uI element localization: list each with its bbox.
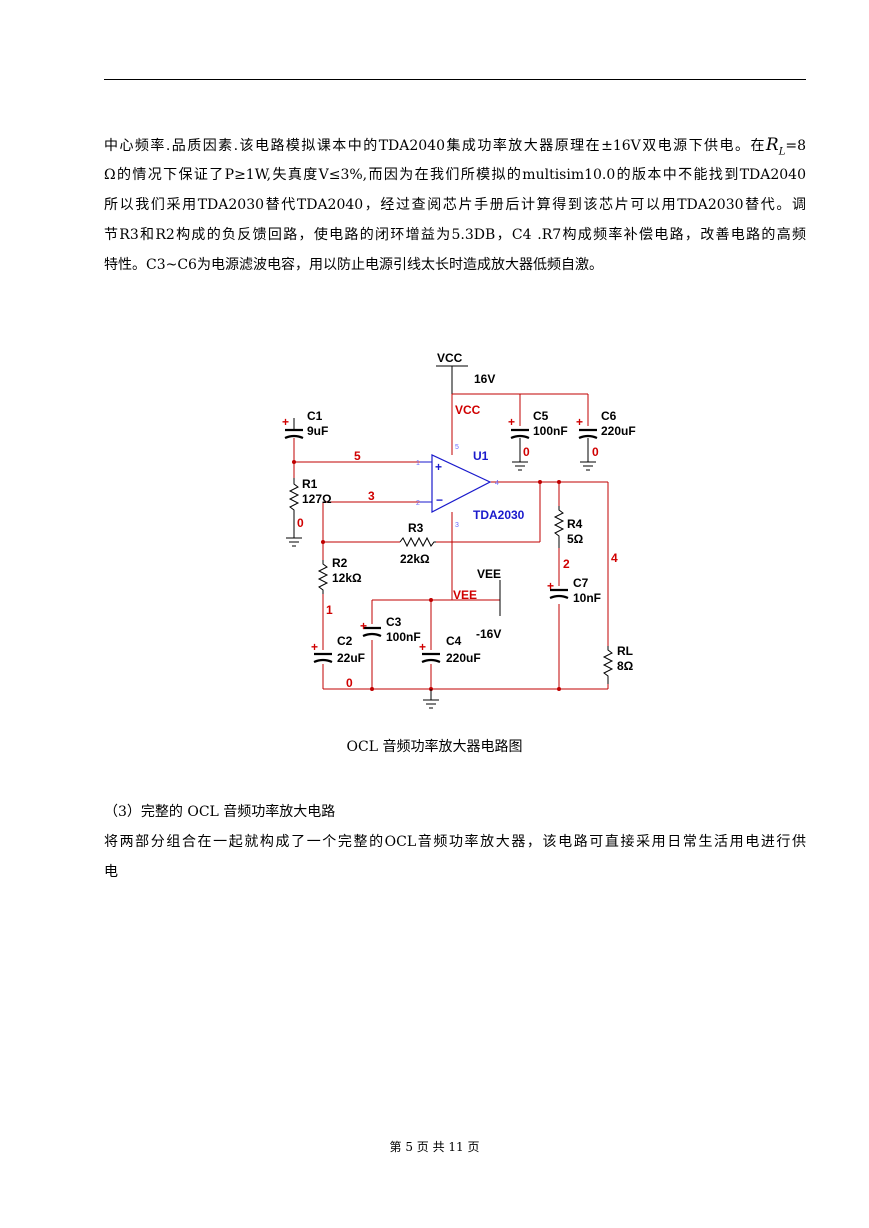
c1-name: C1 bbox=[307, 409, 323, 423]
net-1-label: 1 bbox=[326, 603, 333, 617]
pin-1-label: 1 bbox=[416, 460, 420, 467]
vee-label: VEE bbox=[477, 567, 501, 581]
vcc-net-label: VCC bbox=[455, 403, 481, 417]
section-3: （3）完整的 OCL 音频功率放大电路 将两部分组合在一起就构成了一个完整的OC… bbox=[104, 797, 806, 887]
pin-2-label: 2 bbox=[416, 500, 420, 507]
c4-name: C4 bbox=[446, 634, 462, 648]
section-heading: （3）完整的 OCL 音频功率放大电路 bbox=[104, 804, 336, 820]
rl-name: RL bbox=[617, 644, 633, 658]
ocl-amplifier-schematic: + − 1 2 3 4 5 + + + + + + + VCC 16V VCC … bbox=[282, 351, 636, 709]
capacitor-leads bbox=[293, 418, 589, 462]
rl-value: 8Ω bbox=[617, 659, 634, 673]
pin-5-label: 5 bbox=[455, 444, 459, 451]
op-amp-minus: − bbox=[436, 493, 443, 507]
description-paragraph: 中心频率.品质因素.该电路模拟课本中的TDA2040集成功率放大器原理在±16V… bbox=[104, 130, 806, 280]
vcc-label: VCC bbox=[437, 351, 463, 365]
c3-name: C3 bbox=[386, 615, 402, 629]
junction-dots bbox=[292, 460, 561, 691]
pin-4-label: 4 bbox=[495, 480, 499, 487]
c4-polarity: + bbox=[419, 640, 426, 654]
net-0-c6-label: 0 bbox=[592, 445, 599, 459]
r2-name: R2 bbox=[332, 556, 348, 570]
net-0-c5-label: 0 bbox=[523, 445, 530, 459]
r3-value: 22kΩ bbox=[400, 552, 430, 566]
vee-net-label: VEE bbox=[453, 588, 477, 602]
c2-value: 22uF bbox=[337, 651, 365, 665]
rl-symbol: RL bbox=[765, 135, 786, 158]
paragraph-line-4: 节R3和R2构成的负反馈回路，使电路的闭环增益为5.3DB，C4 .R7构成频率… bbox=[104, 227, 806, 243]
r2-value: 12kΩ bbox=[332, 571, 362, 585]
figure-caption: OCL 音频功率放大器电路图 bbox=[346, 739, 523, 755]
r3-name: R3 bbox=[408, 521, 424, 535]
u1-name: U1 bbox=[473, 449, 489, 463]
c7-name: C7 bbox=[573, 576, 589, 590]
c3-polarity: + bbox=[360, 619, 367, 633]
ground-symbols bbox=[286, 461, 596, 709]
net-0-bottom-label: 0 bbox=[346, 676, 353, 690]
c6-polarity: + bbox=[576, 415, 583, 429]
section-line-2: 电 bbox=[104, 864, 118, 880]
c4-value: 220uF bbox=[446, 651, 481, 665]
c2-polarity: + bbox=[311, 640, 318, 654]
polarity-marks: + + + + + + + bbox=[282, 415, 583, 654]
op-amp-plus: + bbox=[435, 460, 442, 474]
op-amp-u1: + − 1 2 3 4 5 bbox=[416, 444, 499, 529]
c6-name: C6 bbox=[601, 409, 617, 423]
paragraph-line-3: 所以我们采用TDA2030替代TDA2040，经过查阅芯片手册后计算得到该芯片可… bbox=[104, 197, 806, 213]
resistors bbox=[288, 478, 614, 684]
paragraph-line-2: Ω的情况下保证了P≥1W,失真度V≤3%,而因为在我们所模拟的multisim1… bbox=[104, 167, 806, 183]
c5-polarity: + bbox=[508, 415, 515, 429]
r4-name: R4 bbox=[567, 517, 583, 531]
c5-name: C5 bbox=[533, 409, 549, 423]
c7-polarity: + bbox=[547, 579, 554, 593]
paragraph-line-1: 中心频率.品质因素.该电路模拟课本中的TDA2040集成功率放大器原理在±16V… bbox=[104, 135, 806, 158]
c7-value: 10nF bbox=[573, 591, 601, 605]
net-2-label: 2 bbox=[563, 557, 570, 571]
r4-value: 5Ω bbox=[567, 532, 584, 546]
section-line-1: 将两部分组合在一起就构成了一个完整的OCL音频功率放大器，该电路可直接采用日常生… bbox=[104, 834, 806, 850]
net-5-label: 5 bbox=[354, 449, 361, 463]
c3-value: 100nF bbox=[386, 630, 421, 644]
r1-value: 127Ω bbox=[302, 492, 332, 506]
header-rule bbox=[104, 79, 806, 80]
paragraph-line-5: 特性。C3~C6为电源滤波电容，用以防止电源引线太长时造成放大器低频自激。 bbox=[104, 257, 603, 273]
vcc-supply bbox=[436, 365, 468, 394]
pin-3-label: 3 bbox=[455, 522, 459, 529]
net-3-label: 3 bbox=[368, 489, 375, 503]
net-0-r1-label: 0 bbox=[297, 516, 304, 530]
vee-value: -16V bbox=[476, 627, 501, 641]
r1-name: R1 bbox=[302, 477, 318, 491]
c2-name: C2 bbox=[337, 634, 353, 648]
page-footer: 第 5 页 共 11 页 bbox=[389, 1140, 480, 1154]
c5-value: 100nF bbox=[533, 424, 568, 438]
c1-value: 9uF bbox=[307, 424, 328, 438]
wires bbox=[293, 393, 609, 690]
net-4-label: 4 bbox=[611, 551, 618, 565]
u1-part: TDA2030 bbox=[473, 508, 525, 522]
vcc-value: 16V bbox=[474, 372, 495, 386]
c6-value: 220uF bbox=[601, 424, 636, 438]
c1-polarity: + bbox=[282, 415, 289, 429]
capacitor-plates bbox=[284, 428, 598, 664]
